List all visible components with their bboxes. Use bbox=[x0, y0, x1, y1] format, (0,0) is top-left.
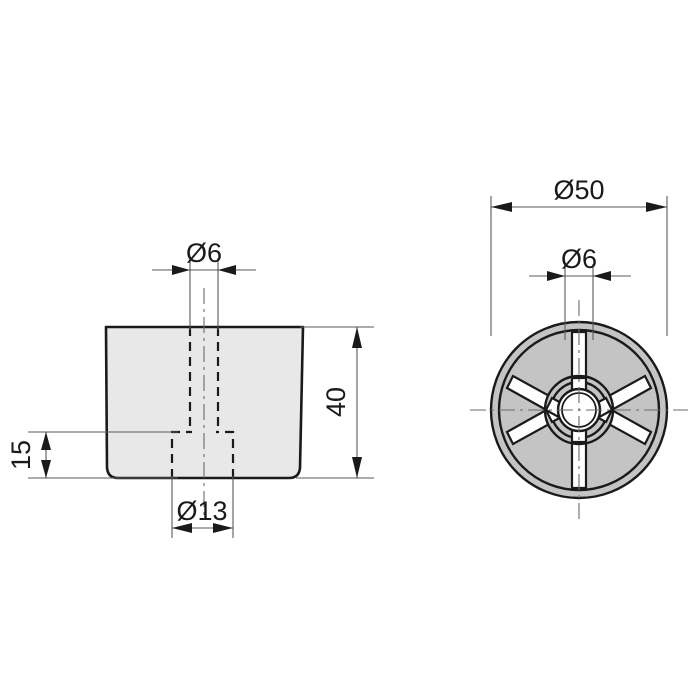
dim-label-hub-bore-dia-6: Ø6 bbox=[561, 244, 597, 274]
dim-label-height-40: 40 bbox=[321, 387, 351, 417]
body-outline bbox=[104, 325, 305, 480]
dimension-bore-dia-6: Ø6 bbox=[152, 238, 256, 330]
counterbore-hidden-step-right bbox=[216, 430, 235, 478]
dimension-height-40: 40 bbox=[296, 326, 374, 479]
arrowhead-outer-left bbox=[491, 202, 512, 212]
dim-label-outer-dia-50: Ø50 bbox=[553, 175, 604, 205]
arrowhead-cbore-right bbox=[213, 523, 233, 533]
arrowhead-outer-right bbox=[646, 202, 667, 212]
dim-label-depth-15: 15 bbox=[6, 440, 36, 470]
arrowhead-hub-left bbox=[547, 271, 565, 281]
front-section-view: Ø6 40 15 bbox=[6, 238, 374, 538]
arrowhead-depth-top bbox=[41, 432, 51, 450]
arrowhead-height-bottom bbox=[352, 457, 362, 478]
dimension-hub-bore-dia-6: Ø6 bbox=[529, 244, 631, 340]
arrowhead-hub-right bbox=[593, 271, 611, 281]
arrowhead-bore-right bbox=[218, 265, 236, 275]
arrowhead-height-top bbox=[352, 327, 362, 348]
dimension-outer-dia-50: Ø50 bbox=[490, 175, 668, 336]
dim-label-bore-dia-6: Ø6 bbox=[186, 238, 222, 268]
arrowhead-depth-bottom bbox=[41, 460, 51, 478]
dim-label-counterbore-dia-13: Ø13 bbox=[176, 496, 227, 526]
top-view: Ø50 Ø6 bbox=[470, 175, 688, 520]
arrowhead-bore-left bbox=[172, 265, 190, 275]
dimension-counterbore-dia-13: Ø13 bbox=[171, 476, 234, 538]
dimension-depth-15: 15 bbox=[6, 431, 178, 479]
arrowhead-cbore-left bbox=[172, 523, 192, 533]
